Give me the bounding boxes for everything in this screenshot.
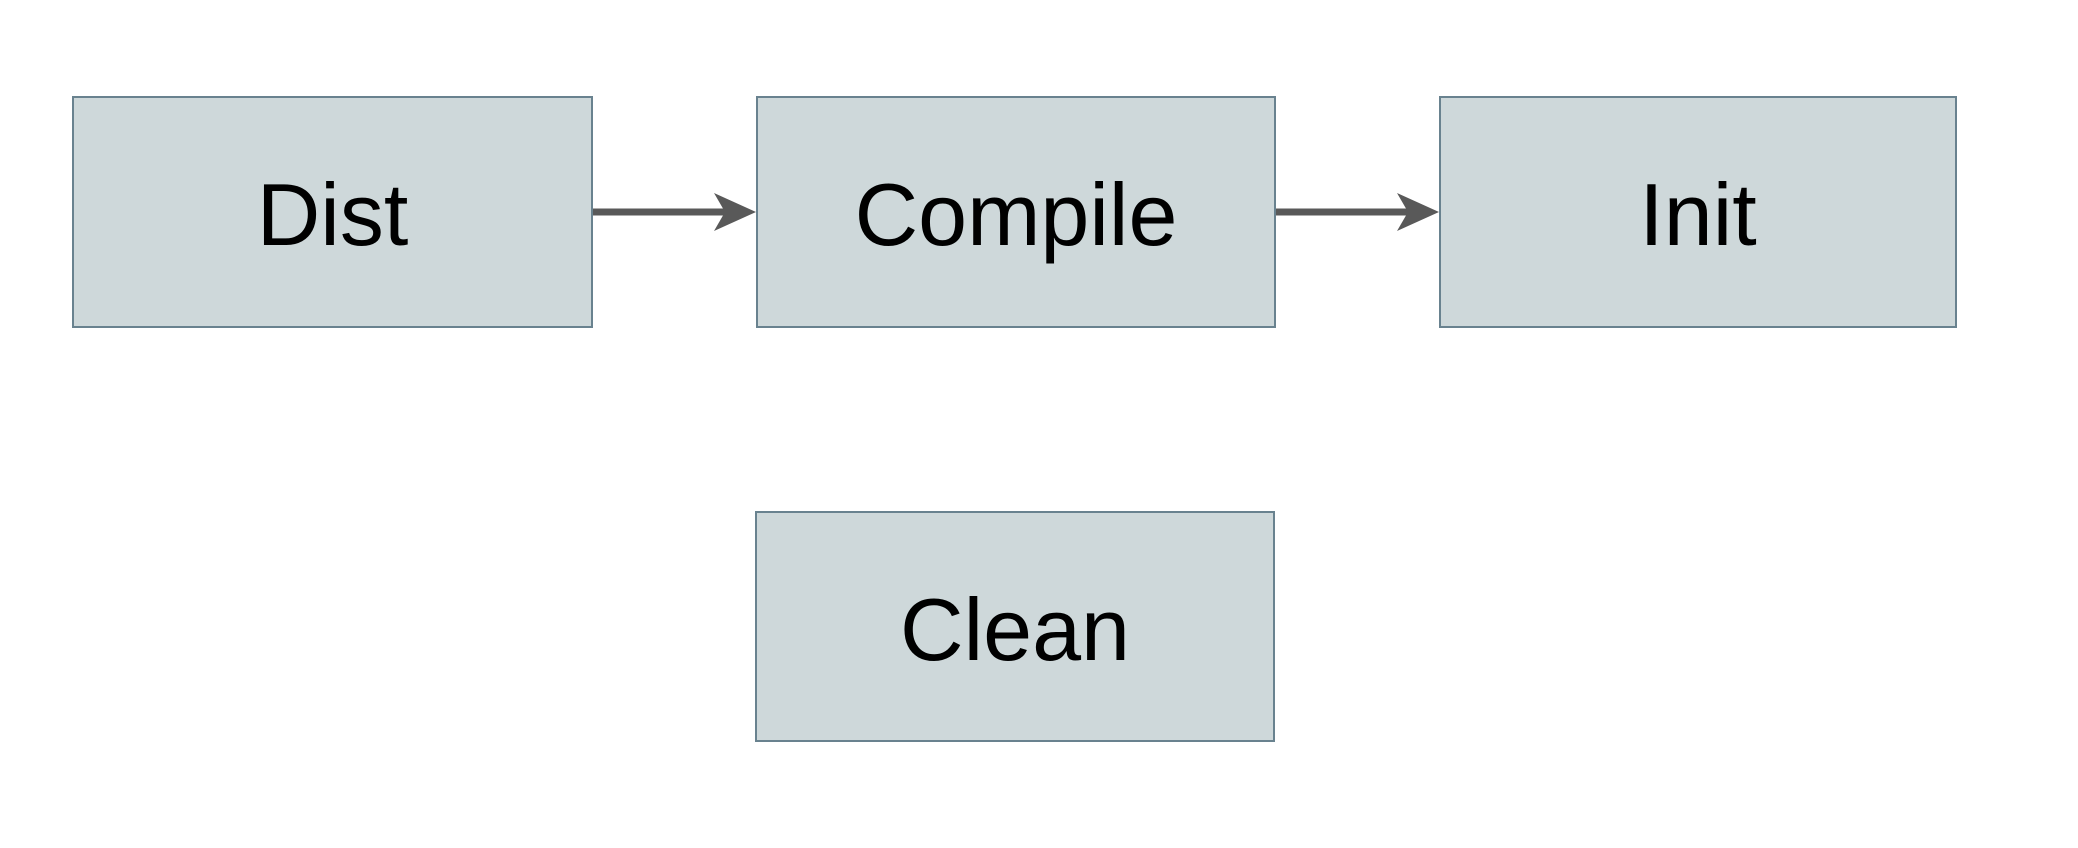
node-compile-label: Compile — [854, 165, 1178, 264]
node-clean-label: Clean — [900, 579, 1130, 679]
node-dist: Dist — [72, 96, 593, 328]
arrow-compile-to-init — [1276, 193, 1439, 231]
node-init: Init — [1439, 96, 1957, 328]
node-init-label: Init — [1639, 165, 1757, 264]
arrowhead-icon — [714, 193, 756, 231]
arrow-dist-to-compile — [593, 193, 756, 231]
arrowhead-icon — [1397, 193, 1439, 231]
node-clean: Clean — [755, 511, 1275, 742]
node-compile: Compile — [756, 96, 1276, 328]
node-dist-label: Dist — [256, 165, 409, 264]
